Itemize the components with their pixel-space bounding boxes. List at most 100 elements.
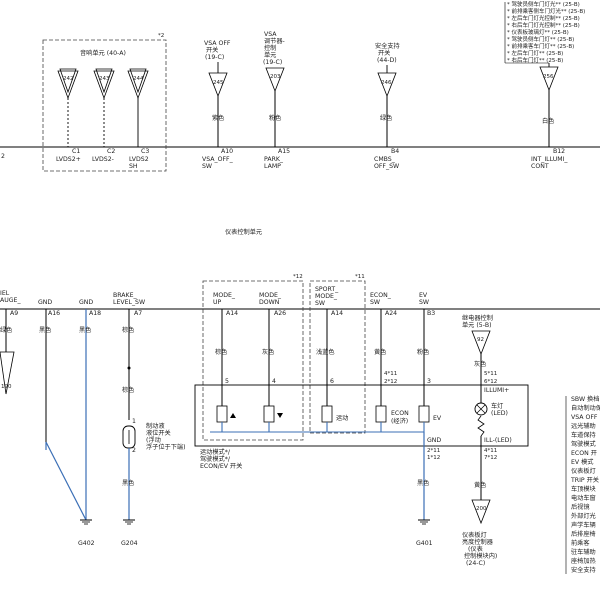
lamp-ctrl-2: 亮度控制器 xyxy=(462,538,494,546)
connector-triangle-245: 245 xyxy=(208,72,228,98)
vsa-dimmer-label-3: 控制 xyxy=(264,44,276,52)
legend-line: * 左后车门灯光控制** (25-B) xyxy=(507,14,580,22)
wire-color-gnd1: 黑色 xyxy=(39,326,51,334)
panel-pin-5: 5 xyxy=(225,378,229,385)
vsa-off-label-1: VSA OFF xyxy=(204,40,231,47)
panel-gnd-label: GND xyxy=(427,437,441,444)
right-list-item: 车顶模块 xyxy=(571,485,596,493)
wire-color-mode-up: 棕色 xyxy=(215,348,227,356)
sport-2: MODE_ xyxy=(315,293,338,300)
resistor-icon xyxy=(477,415,485,437)
svg-text:G401: G401 xyxy=(416,540,433,547)
pin-c1: C1 xyxy=(72,148,80,155)
connector-triangle-243: 243 xyxy=(93,68,115,100)
right-list-item: 外部灯光 xyxy=(571,512,596,520)
wire-color-ev: 粉色 xyxy=(417,348,429,356)
signal-lvds-minus: LVDS2- xyxy=(92,156,114,163)
gnd-b-label: GND xyxy=(79,299,93,306)
panel-pin-3: 3 xyxy=(427,378,431,385)
svg-text:242: 242 xyxy=(63,76,74,82)
signal-lvds-sh2: SH xyxy=(129,163,138,170)
legend-line: * 右后车门灯光控制** (25-B) xyxy=(507,21,580,29)
brake-signal-1: BRAKE_ xyxy=(113,292,137,299)
vsa-dimmer-label-5: (19-C) xyxy=(263,59,282,66)
wire-color-gnd-panel: 黑色 xyxy=(417,479,429,487)
mode-text-2: 驾驶模式*/ xyxy=(200,455,231,463)
mode-up-switch-icon xyxy=(216,405,236,423)
legend-list: * 驾驶员侧车门灯光** (25-B) * 前排乘客侧车门灯光** (25-B)… xyxy=(507,0,585,64)
sport-switch-icon xyxy=(321,405,333,423)
pin-a18: A18 xyxy=(89,310,101,317)
econ-2: SW xyxy=(370,299,380,306)
wire-color-lamp: 黄色 xyxy=(474,481,486,489)
ground-g402: G402 xyxy=(78,519,95,547)
wire-color-illumi: 白色 xyxy=(542,117,554,125)
panel-pin-7: 7*12 xyxy=(484,455,497,461)
pin-c2: C2 xyxy=(107,148,115,155)
right-list-item: 后排座椅 xyxy=(571,530,596,538)
right-list-item: 电动车窗 xyxy=(571,494,596,502)
right-list-item: 后视镜 xyxy=(571,503,590,511)
svg-text:256: 256 xyxy=(543,74,554,80)
panel-pin-2: 2*12 xyxy=(384,379,397,385)
svg-text:190: 190 xyxy=(1,384,12,390)
wire-color-sport: 浅蓝色 xyxy=(316,348,335,356)
vsa-dimmer-label-4: 单元 xyxy=(264,51,276,59)
pin-a10: A10 xyxy=(221,148,233,155)
right-list-item: EV 模式 xyxy=(571,458,593,466)
left-signal-2: AUGE_ xyxy=(0,297,21,304)
panel-pin-4c: 4*11 xyxy=(484,448,497,454)
connector-triangle-190: 190 xyxy=(0,351,15,395)
panel-pin-1: 1*12 xyxy=(427,455,440,461)
led-label-2: (LED) xyxy=(491,410,508,417)
signal-int-illumi-1: INT_ILLUMI_ xyxy=(531,156,568,163)
brake-sw-label-4: 浮子位于下端) xyxy=(146,443,186,451)
brake-pin-1: 1 xyxy=(132,418,136,425)
svg-text:200: 200 xyxy=(476,506,487,512)
brake-signal-2: LEVEL_SW xyxy=(113,299,145,306)
econ-switch-label-2: (经济) xyxy=(391,417,408,425)
right-list-item: 自动制动保持 xyxy=(571,404,600,412)
mode-down-switch-icon xyxy=(263,405,283,423)
vsa-off-label-2: 开关 xyxy=(206,46,218,54)
pin-b4: B4 xyxy=(391,148,399,155)
right-list-item: 远光辅助 xyxy=(571,422,596,430)
signal-vsa-off-sw-2: SW xyxy=(202,163,212,170)
sport-3: SW xyxy=(315,300,325,307)
sport-star: *11 xyxy=(355,274,365,280)
ev-switch-icon xyxy=(418,405,430,423)
right-list-item: 驻车辅助 xyxy=(571,548,596,556)
pin-a14-mode: A14 xyxy=(226,310,238,317)
panel-pin-2b: 2*11 xyxy=(427,448,440,454)
vsa-dimmer-label-1: VSA xyxy=(264,31,277,38)
svg-text:G402: G402 xyxy=(78,540,95,547)
brake-fluid-switch-icon xyxy=(122,425,136,449)
lamp-ctrl-4: 控制模块内) xyxy=(464,552,497,560)
svg-text:244: 244 xyxy=(133,76,144,82)
wire-color-gnd2: 黑色 xyxy=(79,326,91,334)
mode-down-2: DOWN xyxy=(259,299,280,306)
signal-lvds-sh: LVDS2 xyxy=(129,156,149,163)
sport-dashed-box xyxy=(309,280,366,434)
svg-text:203: 203 xyxy=(270,74,281,80)
legend-line: * 驾驶员侧车门灯光** (25-B) xyxy=(507,0,580,8)
legend-line: * 前排乘客车门灯** (25-B) xyxy=(507,42,574,50)
signal-park-2: LAMP xyxy=(264,163,281,170)
right-list-item: VSA OFF xyxy=(571,414,598,421)
signal-cmbs-2: OFF_SW xyxy=(374,163,399,170)
connector-triangle-244: 244 xyxy=(127,68,149,100)
brake-sw-label-3: (浮动 xyxy=(146,436,161,444)
vsa-dimmer-label-2: 调节器- xyxy=(264,37,285,45)
legend-line: * 驾驶员侧车门灯** (25-B) xyxy=(507,35,574,43)
right-list-item: SBW 换档 xyxy=(571,395,599,403)
signal-cmbs-1: CMBS_ xyxy=(374,156,396,163)
svg-text:245: 245 xyxy=(213,80,224,86)
lamp-ctrl-5: (24-C) xyxy=(466,560,485,567)
pin-a15: A15 xyxy=(278,148,290,155)
vsa-off-label-3: (19-C) xyxy=(205,54,224,61)
audio-unit-label: 音响单元 (40-A) xyxy=(80,49,126,57)
mode-up-2: UP xyxy=(213,299,222,306)
switch-panel-box xyxy=(194,384,529,447)
right-list-item: 仪表板灯 xyxy=(571,467,596,475)
